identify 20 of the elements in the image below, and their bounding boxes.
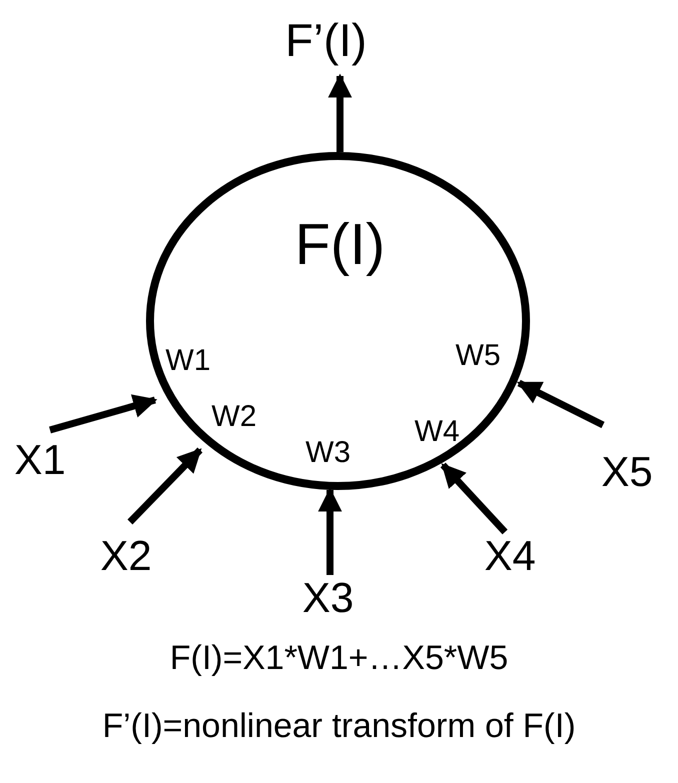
formula-text: F’(I)=nonlinear transform of F(I) — [102, 709, 576, 743]
function-label: F(I) — [294, 216, 386, 274]
arrow — [49, 394, 158, 434]
input-label: X2 — [100, 535, 152, 577]
arrow — [328, 74, 352, 152]
input-label: X5 — [601, 451, 653, 493]
weight-label: W4 — [414, 417, 460, 447]
arrow — [318, 488, 342, 575]
arrow — [128, 448, 202, 524]
input-label: X1 — [14, 439, 66, 481]
input-label: X3 — [302, 577, 354, 619]
weight-label: W2 — [212, 402, 256, 432]
weight-label: W3 — [306, 438, 350, 468]
arrow — [440, 462, 508, 534]
input-label: F’(I) — [285, 17, 367, 63]
weight-label: W1 — [166, 346, 210, 376]
input-label: X4 — [484, 535, 536, 577]
weight-label: W5 — [456, 341, 500, 371]
arrow — [516, 380, 605, 428]
formula-text: F(I)=X1*W1+…X5*W5 — [170, 641, 508, 675]
